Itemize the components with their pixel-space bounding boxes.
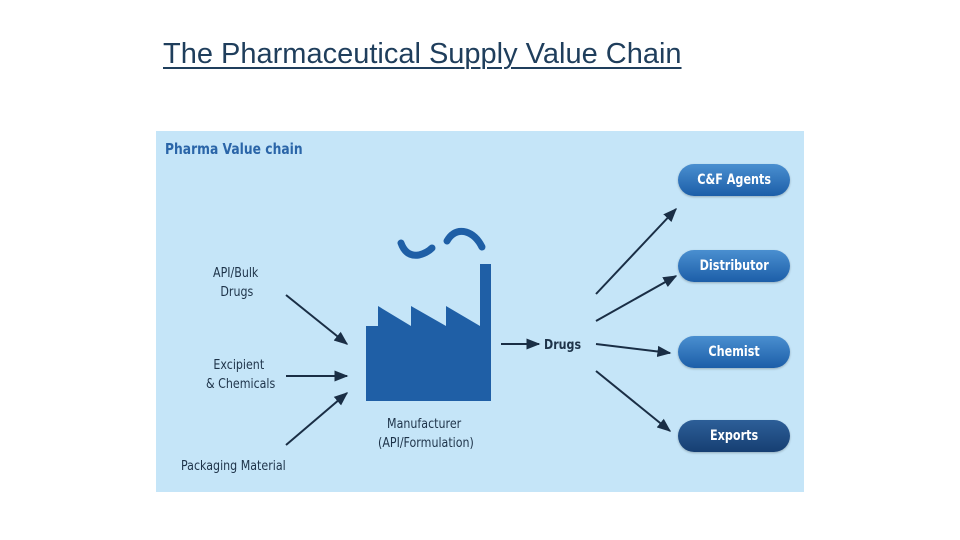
input-api-line1: API/Bulk xyxy=(213,265,259,281)
input-api-label: API/Bulk Drugs xyxy=(213,264,258,302)
arrow-to-cf-agents xyxy=(595,207,677,295)
input-excipient-line2: & Chemicals xyxy=(206,376,276,392)
arrow-packaging-to-factory xyxy=(285,392,349,446)
output-exports: Exports xyxy=(678,420,790,452)
output-distributor: Distributor xyxy=(678,250,790,282)
output-cf-agents: C&F Agents xyxy=(678,164,790,196)
smoke-icon xyxy=(397,227,486,259)
slide-title: The Pharmaceutical Supply Value Chain xyxy=(163,38,682,70)
diagram-graphics xyxy=(285,207,678,446)
arrow-to-distributor xyxy=(595,275,678,322)
arrow-to-chemist xyxy=(595,343,672,358)
panel-title: Pharma Value chain xyxy=(165,140,303,158)
input-api-line2: Drugs xyxy=(220,284,254,300)
drugs-label: Drugs xyxy=(544,337,582,353)
output-chemist: Chemist xyxy=(678,336,790,368)
output-cf-agents-label: C&F Agents xyxy=(697,172,771,188)
output-exports-label: Exports xyxy=(709,428,759,444)
manufacturer-line2: (API/Formulation) xyxy=(378,435,474,451)
manufacturer-label: Manufacturer (API/Formulation) xyxy=(378,415,474,453)
arrow-to-exports xyxy=(595,370,672,432)
value-chain-diagram: Pharma Value chain API/Bulk Drugs Excipi… xyxy=(156,131,804,492)
manufacturer-line1: Manufacturer xyxy=(387,416,462,432)
input-excipient-line1: Excipient xyxy=(213,357,265,373)
factory-icon xyxy=(366,264,491,401)
output-distributor-label: Distributor xyxy=(699,258,769,274)
input-excipient-label: Excipient & Chemicals xyxy=(206,356,275,394)
output-chemist-label: Chemist xyxy=(708,344,760,360)
input-packaging-label: Packaging Material xyxy=(181,458,286,474)
arrow-api-to-factory xyxy=(285,294,349,345)
